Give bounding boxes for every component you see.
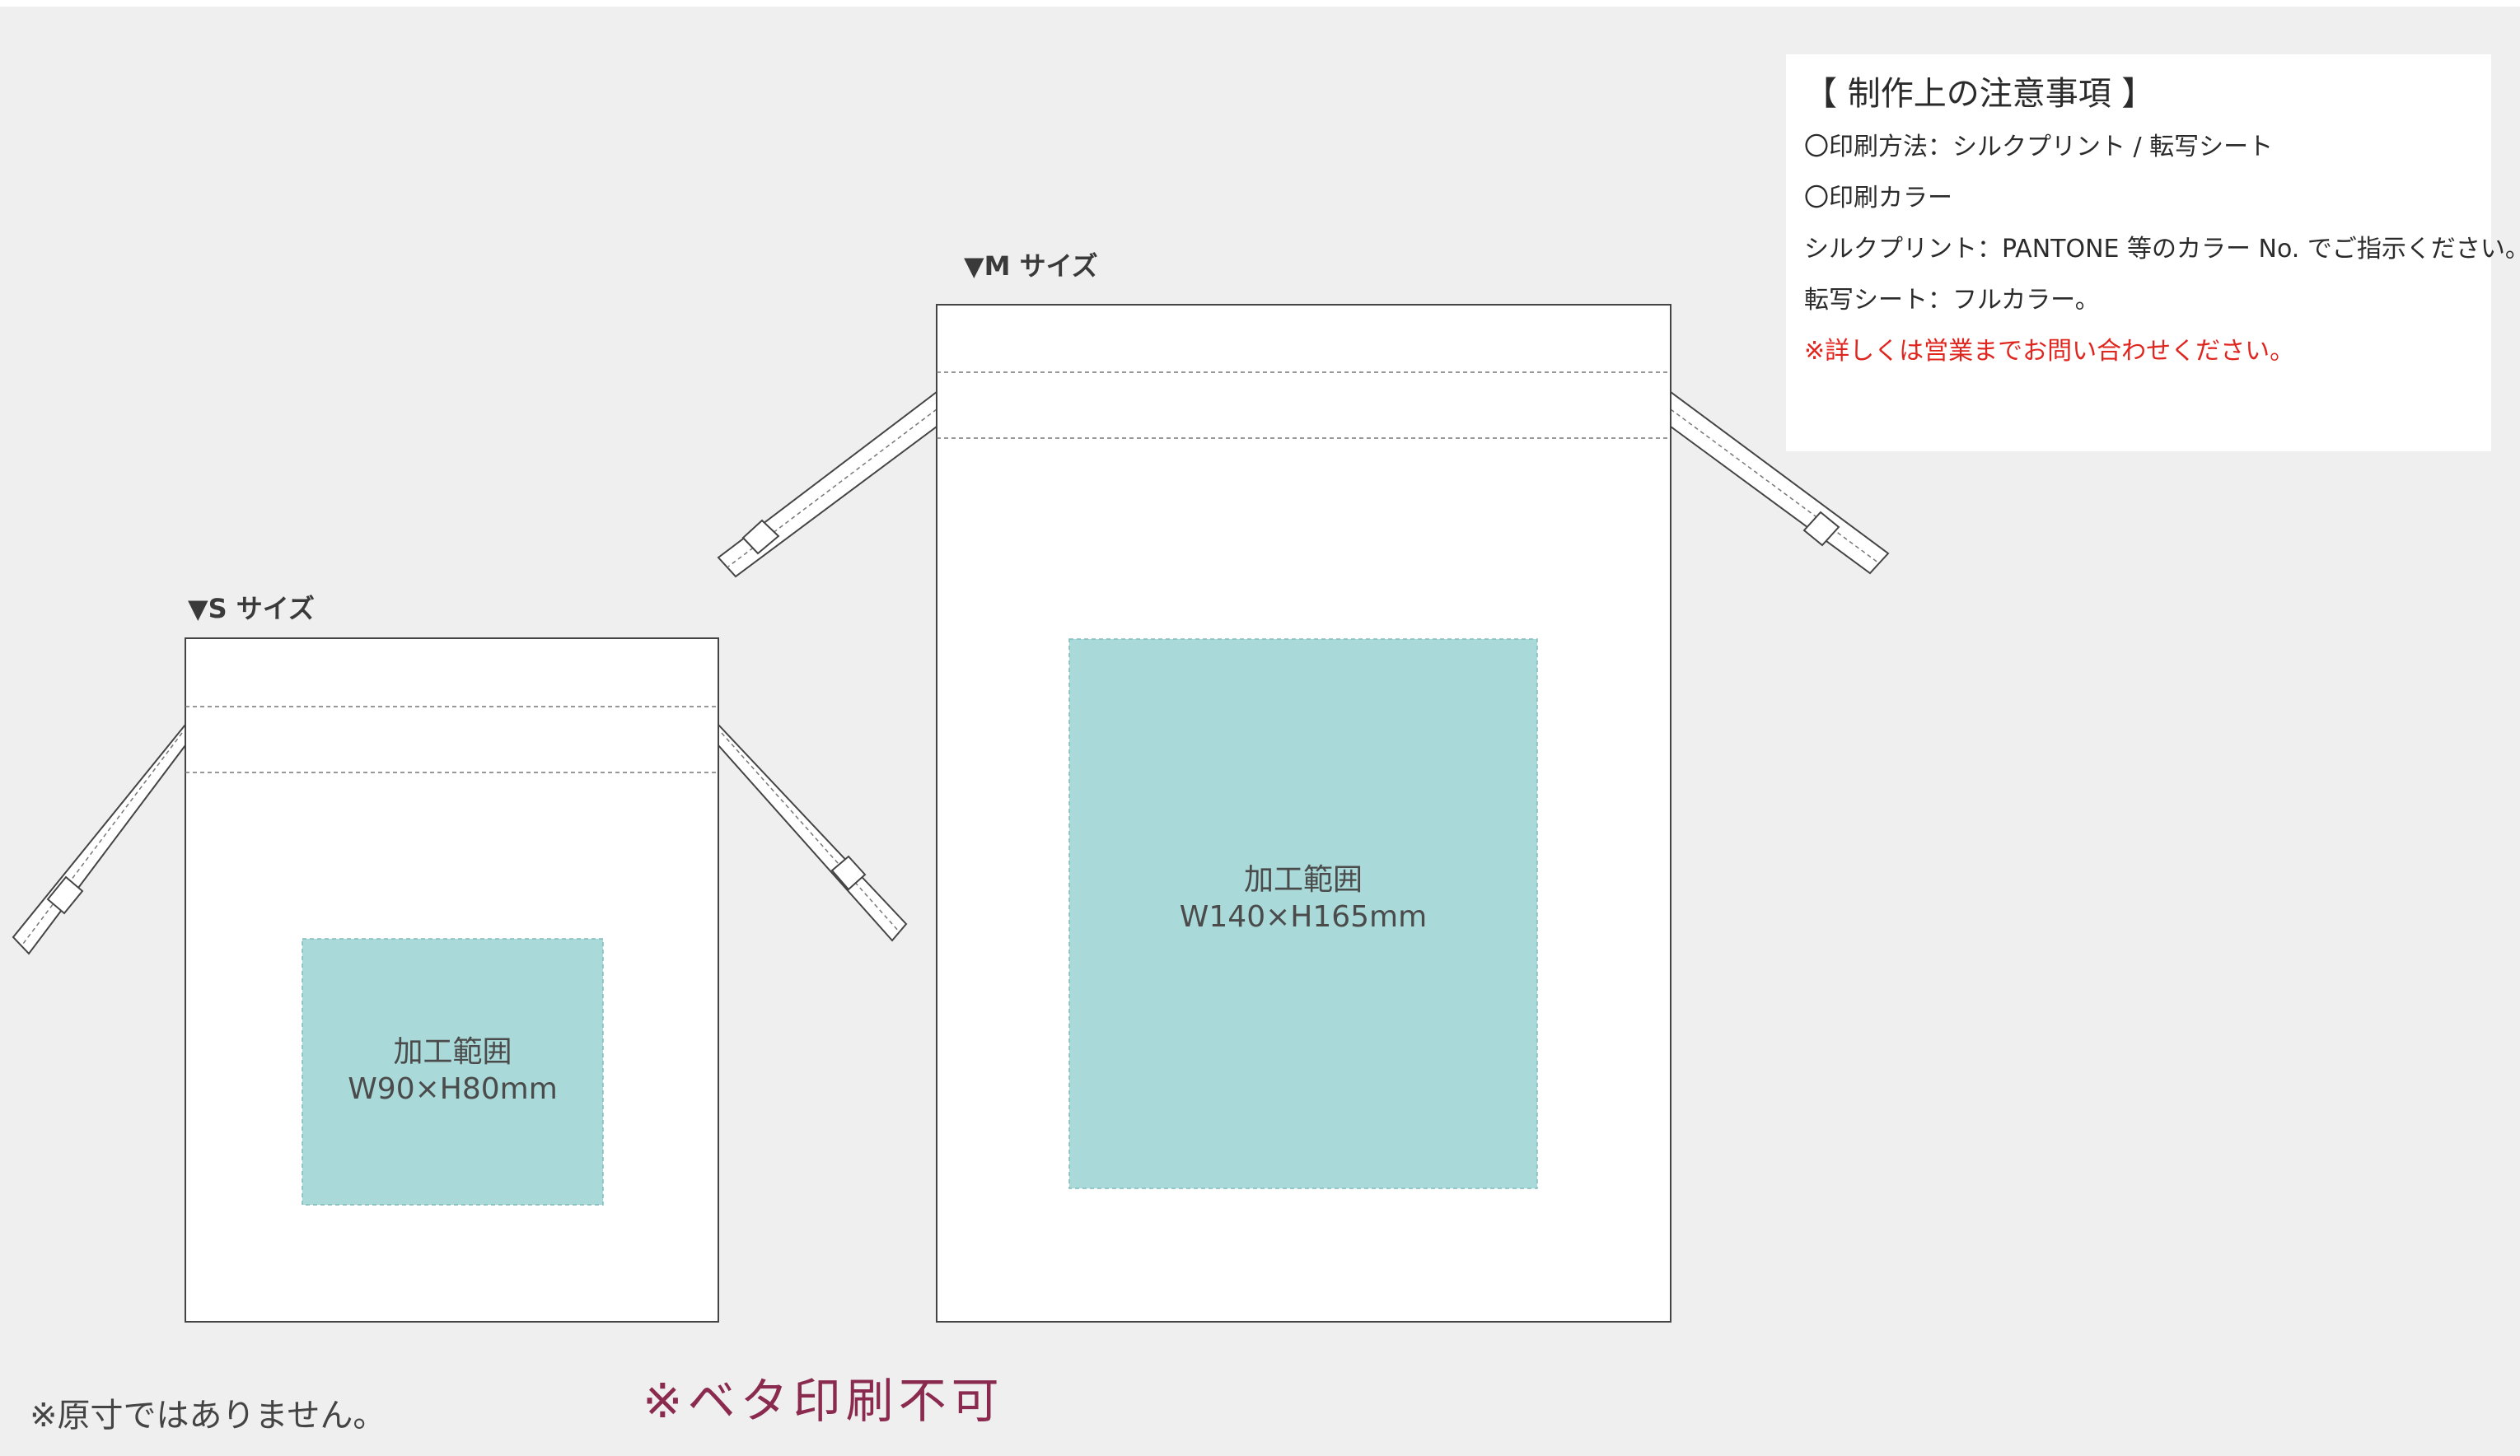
- s-print-area: [302, 938, 604, 1206]
- s-print-area-size: W90×H80mm: [348, 1072, 558, 1106]
- production-notes-box: 【 制作上の注意事項 】 〇印刷方法：シルクプリント / 転写シート 〇印刷カラ…: [1786, 54, 2520, 451]
- s-print-area-title: 加工範囲: [393, 1035, 512, 1069]
- m-left-cord: [717, 390, 937, 578]
- m-size-label: ▼M サイズ: [964, 250, 1098, 282]
- no-solid-print-warning: ※ベタ印刷不可: [643, 1373, 1004, 1429]
- s-right-cord: [718, 722, 908, 942]
- m-print-area-title: 加工範囲: [1243, 863, 1363, 897]
- notes-line-transfer-sheet: 転写シート：フルカラー。: [1804, 286, 2100, 315]
- top-strip: [0, 0, 2520, 7]
- notes-line-print-color: 〇印刷カラー: [1804, 184, 1952, 212]
- s-print-area-label: 加工範囲 W90×H80mm: [302, 1034, 603, 1108]
- notes-title: 【 制作上の注意事項 】: [1804, 75, 2155, 113]
- s-bag: [12, 637, 908, 1323]
- s-size-label: ▼S サイズ: [188, 593, 315, 624]
- not-actual-size-note: ※原寸ではありません。: [30, 1397, 386, 1435]
- notes-line-contact: ※詳しくは営業までお問い合わせください。: [1804, 337, 2295, 366]
- m-print-area-label: 加工範囲 W140×H165mm: [1069, 861, 1537, 936]
- m-print-area: [1068, 638, 1538, 1189]
- notes-line-print-method: 〇印刷方法：シルクプリント / 転写シート: [1804, 133, 2274, 161]
- s-left-cord: [12, 722, 186, 955]
- m-bag: [717, 304, 1890, 1323]
- m-print-area-size: W140×H165mm: [1179, 900, 1428, 934]
- notes-line-silk-print: シルクプリント：PANTONE 等のカラー No. でご指示ください。: [1804, 235, 2520, 264]
